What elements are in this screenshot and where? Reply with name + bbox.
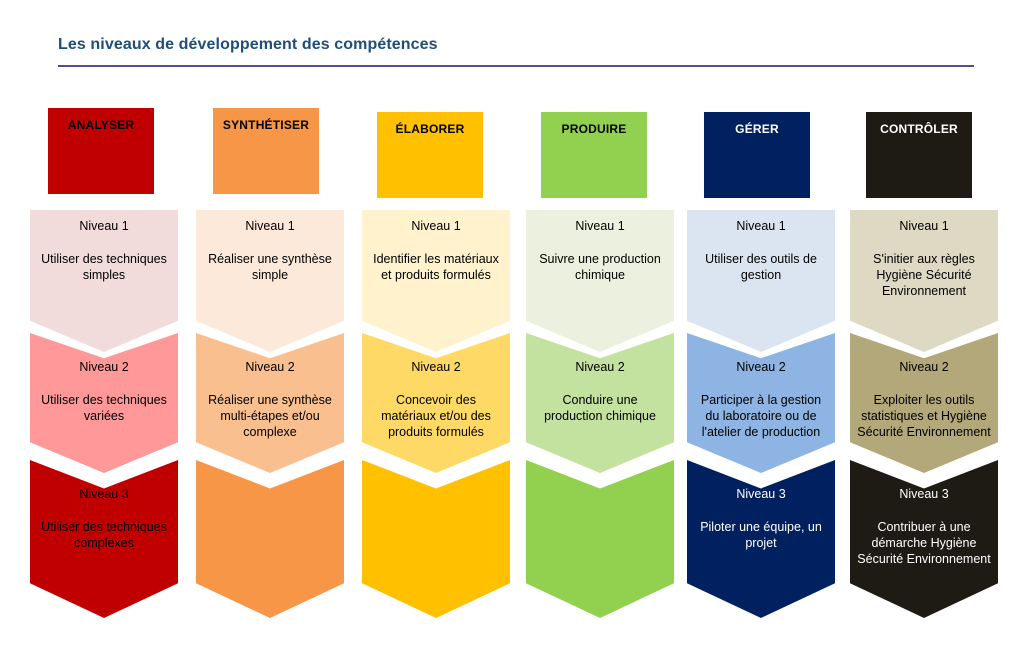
level-content [202, 486, 338, 503]
level-chevron-3 [362, 460, 510, 618]
level-content: Niveau 2 Exploiter les outils statistique… [856, 359, 992, 440]
competence-column-5: GÉRER Niveau 1 Utiliser des outils de gest… [0, 0, 835, 665]
level-content: Niveau 1 Utiliser des outils de gestion [693, 218, 829, 283]
level-label: Niveau 3 [899, 487, 949, 501]
level-content: Niveau 1 Suivre une production chimique [532, 218, 668, 283]
level-description: S'initier aux règles Hygiène Sécurité En… [873, 252, 975, 298]
level-label: Niveau 2 [245, 360, 295, 374]
level-description: Conduire une production chimique [544, 393, 656, 423]
level-label: Niveau 1 [245, 219, 295, 233]
title-divider [58, 65, 974, 67]
column-header: PRODUIRE [541, 112, 647, 198]
column-header: CONTRÔLER [866, 112, 972, 198]
level-chevron-2: Niveau 2 Participer à la gestion du labor… [687, 333, 835, 473]
column-header: GÉRER [704, 112, 810, 198]
level-chevron-2: Niveau 2 Concevoir des matériaux et/ou de… [362, 333, 510, 473]
level-content: Niveau 3 Piloter une équipe, un projet [693, 486, 829, 551]
level-description: Identifier les matériaux et produits for… [373, 252, 499, 282]
competence-column-6: CONTRÔLER Niveau 1 S'initier aux règles Hy… [0, 0, 998, 665]
level-content: Niveau 1 S'initier aux règles Hygiène Séc… [856, 218, 992, 299]
level-chevron-2: Niveau 2 Exploiter les outils statistique… [850, 333, 998, 473]
level-content [532, 486, 668, 503]
level-label: Niveau 1 [79, 219, 129, 233]
level-description: Utiliser des techniques variées [41, 393, 167, 423]
competence-column-1: ANALYSER Niveau 1 Utiliser des techniques … [0, 0, 178, 665]
level-label: Niveau 2 [899, 360, 949, 374]
level-description: Utiliser des techniques complexes [41, 520, 167, 550]
column-header: ANALYSER [48, 108, 154, 194]
level-chevron-1: Niveau 1 Identifier les matériaux et prod… [362, 210, 510, 352]
level-label: Niveau 2 [79, 360, 129, 374]
level-chevron-1: Niveau 1 Suivre une production chimique [526, 210, 674, 352]
level-content: Niveau 2 Utiliser des techniques variées [36, 359, 172, 424]
level-label: Niveau 1 [736, 219, 786, 233]
level-content: Niveau 1 Réaliser une synthèse simple [202, 218, 338, 283]
level-description: Suivre une production chimique [539, 252, 661, 282]
level-label: Niveau 1 [575, 219, 625, 233]
level-content: Niveau 2 Concevoir des matériaux et/ou de… [368, 359, 504, 440]
level-chevron-1: Niveau 1 Utiliser des outils de gestion [687, 210, 835, 352]
page-title: Les niveaux de développement des compéte… [58, 36, 438, 53]
level-description: Piloter une équipe, un projet [700, 520, 822, 550]
level-label: Niveau 2 [411, 360, 461, 374]
level-description: Réaliser une synthèse multi-étapes et/ou… [208, 393, 332, 439]
level-description: Contribuer à une démarche Hygiène Sécuri… [857, 520, 991, 566]
level-content: Niveau 2 Conduire une production chimique [532, 359, 668, 424]
level-chevron-3: Niveau 3 Piloter une équipe, un projet [687, 460, 835, 618]
level-label: Niveau 3 [79, 487, 129, 501]
level-description: Participer à la gestion du laboratoire o… [700, 393, 822, 439]
level-chevron-3 [526, 460, 674, 618]
column-header: ÉLABORER [377, 112, 483, 198]
level-content: Niveau 1 Utiliser des techniques simples [36, 218, 172, 283]
level-content: Niveau 3 Utiliser des techniques complexe… [36, 486, 172, 551]
level-content: Niveau 1 Identifier les matériaux et prod… [368, 218, 504, 283]
level-label: Niveau 1 [411, 219, 461, 233]
level-label: Niveau 1 [899, 219, 949, 233]
level-description: Utiliser des techniques simples [41, 252, 167, 282]
competence-column-2: SYNTHÉTISER Niveau 1 Réaliser une synthèse… [0, 0, 344, 665]
level-chevron-1: Niveau 1 S'initier aux règles Hygiène Séc… [850, 210, 998, 352]
level-chevron-2: Niveau 2 Conduire une production chimique [526, 333, 674, 473]
level-chevron-1: Niveau 1 Utiliser des techniques simples [30, 210, 178, 352]
level-content: Niveau 2 Réaliser une synthèse multi-étap… [202, 359, 338, 440]
level-chevron-1: Niveau 1 Réaliser une synthèse simple [196, 210, 344, 352]
level-description: Concevoir des matériaux et/ou des produi… [381, 393, 491, 439]
level-chevron-2: Niveau 2 Réaliser une synthèse multi-étap… [196, 333, 344, 473]
level-label: Niveau 2 [575, 360, 625, 374]
column-header: SYNTHÉTISER [213, 108, 319, 194]
level-description: Utiliser des outils de gestion [705, 252, 817, 282]
level-description: Exploiter les outils statistiques et Hyg… [857, 393, 991, 439]
level-chevron-3: Niveau 3 Contribuer à une démarche Hygièn… [850, 460, 998, 618]
level-chevron-3 [196, 460, 344, 618]
level-label: Niveau 2 [736, 360, 786, 374]
level-description: Réaliser une synthèse simple [208, 252, 332, 282]
level-content [368, 486, 504, 503]
level-content: Niveau 3 Contribuer à une démarche Hygièn… [856, 486, 992, 567]
level-label: Niveau 3 [736, 487, 786, 501]
level-content: Niveau 2 Participer à la gestion du labor… [693, 359, 829, 440]
